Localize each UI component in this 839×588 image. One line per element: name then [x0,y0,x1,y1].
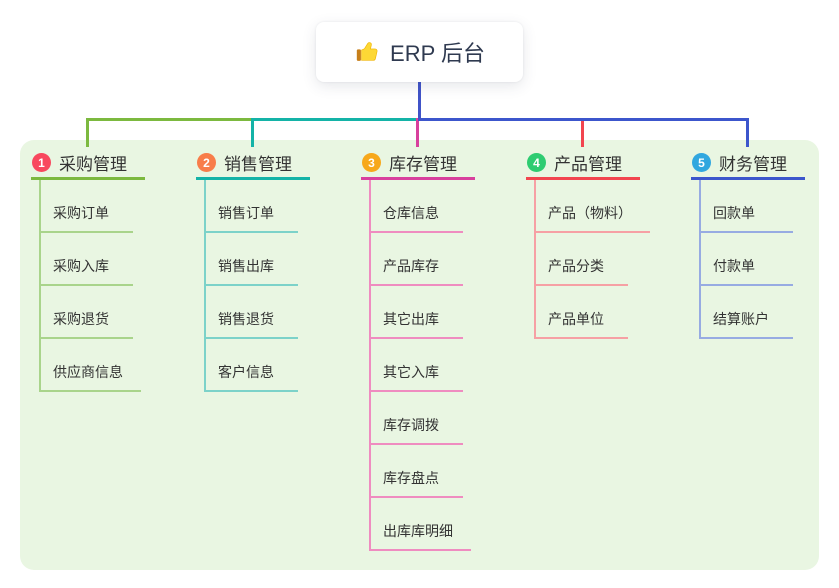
branch-number-badge: 5 [692,153,711,172]
branch-children: 采购订单采购入库采购退货供应商信息 [39,180,145,392]
connector-h-branch-5 [417,118,749,121]
child-node[interactable]: 产品（物料） [536,180,650,233]
branch-3: 3 库存管理 仓库信息产品库存其它出库其它入库库存调拨库存盘点出库库明细 [361,148,475,551]
branch-children: 仓库信息产品库存其它出库其它入库库存调拨库存盘点出库库明细 [369,180,475,551]
child-node[interactable]: 回款单 [701,180,793,233]
branch-4: 4 产品管理 产品（物料）产品分类产品单位 [526,148,650,339]
child-node[interactable]: 销售出库 [206,233,298,286]
child-node[interactable]: 出库库明细 [371,498,471,551]
child-node[interactable]: 供应商信息 [41,339,141,392]
connector-stub-branch-4 [580,120,584,147]
root-node[interactable]: ERP 后台 [316,22,523,82]
branch-header[interactable]: 4 产品管理 [526,148,640,180]
child-node[interactable]: 产品库存 [371,233,463,286]
branch-label: 财务管理 [719,155,787,174]
branch-header[interactable]: 5 财务管理 [691,148,805,180]
child-node[interactable]: 采购退货 [41,286,133,339]
child-node[interactable]: 销售退货 [206,286,298,339]
branch-label: 库存管理 [389,155,457,174]
child-node[interactable]: 付款单 [701,233,793,286]
child-node[interactable]: 库存盘点 [371,445,463,498]
branch-label: 销售管理 [224,155,292,174]
branches-panel [20,140,819,570]
child-node[interactable]: 其它出库 [371,286,463,339]
root-title: ERP 后台 [390,41,485,66]
child-node[interactable]: 库存调拨 [371,392,463,445]
child-node[interactable]: 其它入库 [371,339,463,392]
branch-5: 5 财务管理 回款单付款单结算账户 [691,148,805,339]
connector-stub-branch-1 [85,120,89,147]
branch-header[interactable]: 1 采购管理 [31,148,145,180]
child-node[interactable]: 产品分类 [536,233,628,286]
connector-stub-branch-2 [250,120,254,147]
connector-stub-branch-3 [415,120,419,147]
branch-label: 采购管理 [59,155,127,174]
branch-children: 销售订单销售出库销售退货客户信息 [204,180,310,392]
child-node[interactable]: 销售订单 [206,180,298,233]
branch-children: 产品（物料）产品分类产品单位 [534,180,650,339]
branch-number-badge: 2 [197,153,216,172]
child-node[interactable]: 采购入库 [41,233,133,286]
branch-number-badge: 4 [527,153,546,172]
branch-header[interactable]: 2 销售管理 [196,148,310,180]
branch-header[interactable]: 3 库存管理 [361,148,475,180]
child-node[interactable]: 客户信息 [206,339,298,392]
child-node[interactable]: 结算账户 [701,286,793,339]
branch-2: 2 销售管理 销售订单销售出库销售退货客户信息 [196,148,310,392]
child-node[interactable]: 产品单位 [536,286,628,339]
branch-label: 产品管理 [554,155,622,174]
connector-stub-branch-5 [745,120,749,147]
connector-root-stem [417,82,421,121]
branch-number-badge: 1 [32,153,51,172]
branch-1: 1 采购管理 采购订单采购入库采购退货供应商信息 [31,148,145,392]
connector-h-branch-2 [250,118,421,121]
branch-children: 回款单付款单结算账户 [699,180,805,339]
child-node[interactable]: 采购订单 [41,180,133,233]
branch-number-badge: 3 [362,153,381,172]
child-node[interactable]: 仓库信息 [371,180,463,233]
thumbs-up-icon [354,39,380,65]
